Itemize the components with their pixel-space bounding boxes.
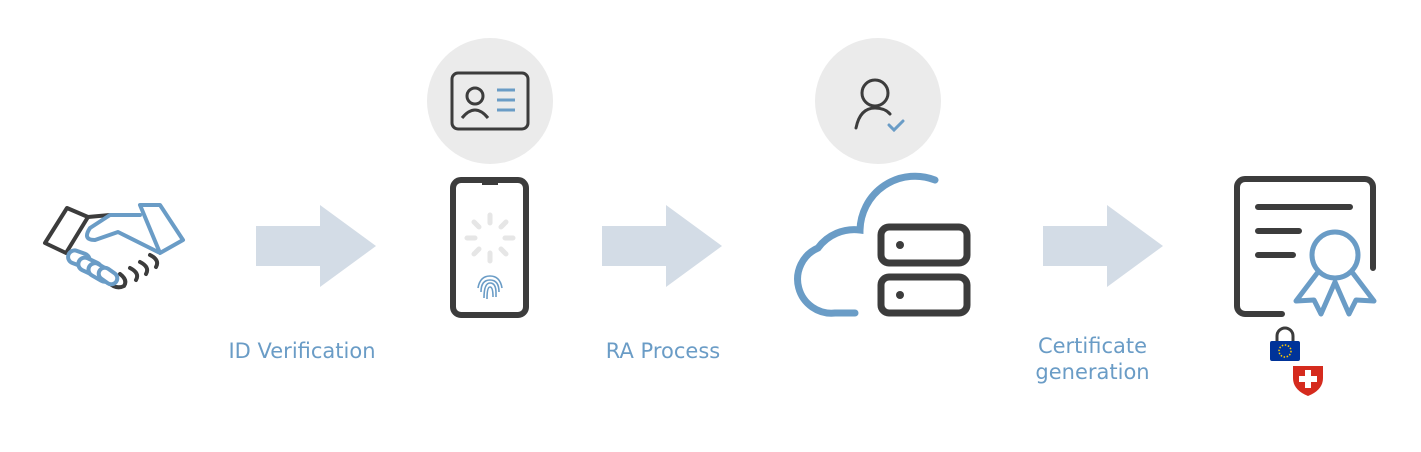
label-line: generation — [1035, 360, 1150, 384]
certificate-icon — [1234, 176, 1377, 317]
id-card-icon — [450, 71, 530, 131]
step-label-certificate-generation: Certificate generation — [1010, 333, 1175, 385]
arrow-icon — [256, 205, 376, 287]
cloud-server-icon — [794, 172, 971, 317]
id-card-badge — [427, 38, 553, 164]
user-check-badge — [815, 38, 941, 164]
arrow-icon — [1043, 205, 1163, 287]
swiss-shield-icon — [1293, 366, 1323, 396]
user-check-icon — [854, 78, 905, 133]
smartphone-icon — [450, 177, 529, 318]
step-label-ra-process: RA Process — [605, 339, 721, 363]
label-line: Certificate — [1037, 334, 1148, 358]
loading-spinner-icon — [464, 212, 516, 264]
arrow-icon — [602, 205, 722, 287]
eu-lock-icon — [1270, 326, 1300, 361]
handshake-icon — [43, 203, 185, 290]
step-label-id-verification: ID Verification — [228, 339, 376, 363]
fingerprint-icon — [477, 275, 503, 300]
